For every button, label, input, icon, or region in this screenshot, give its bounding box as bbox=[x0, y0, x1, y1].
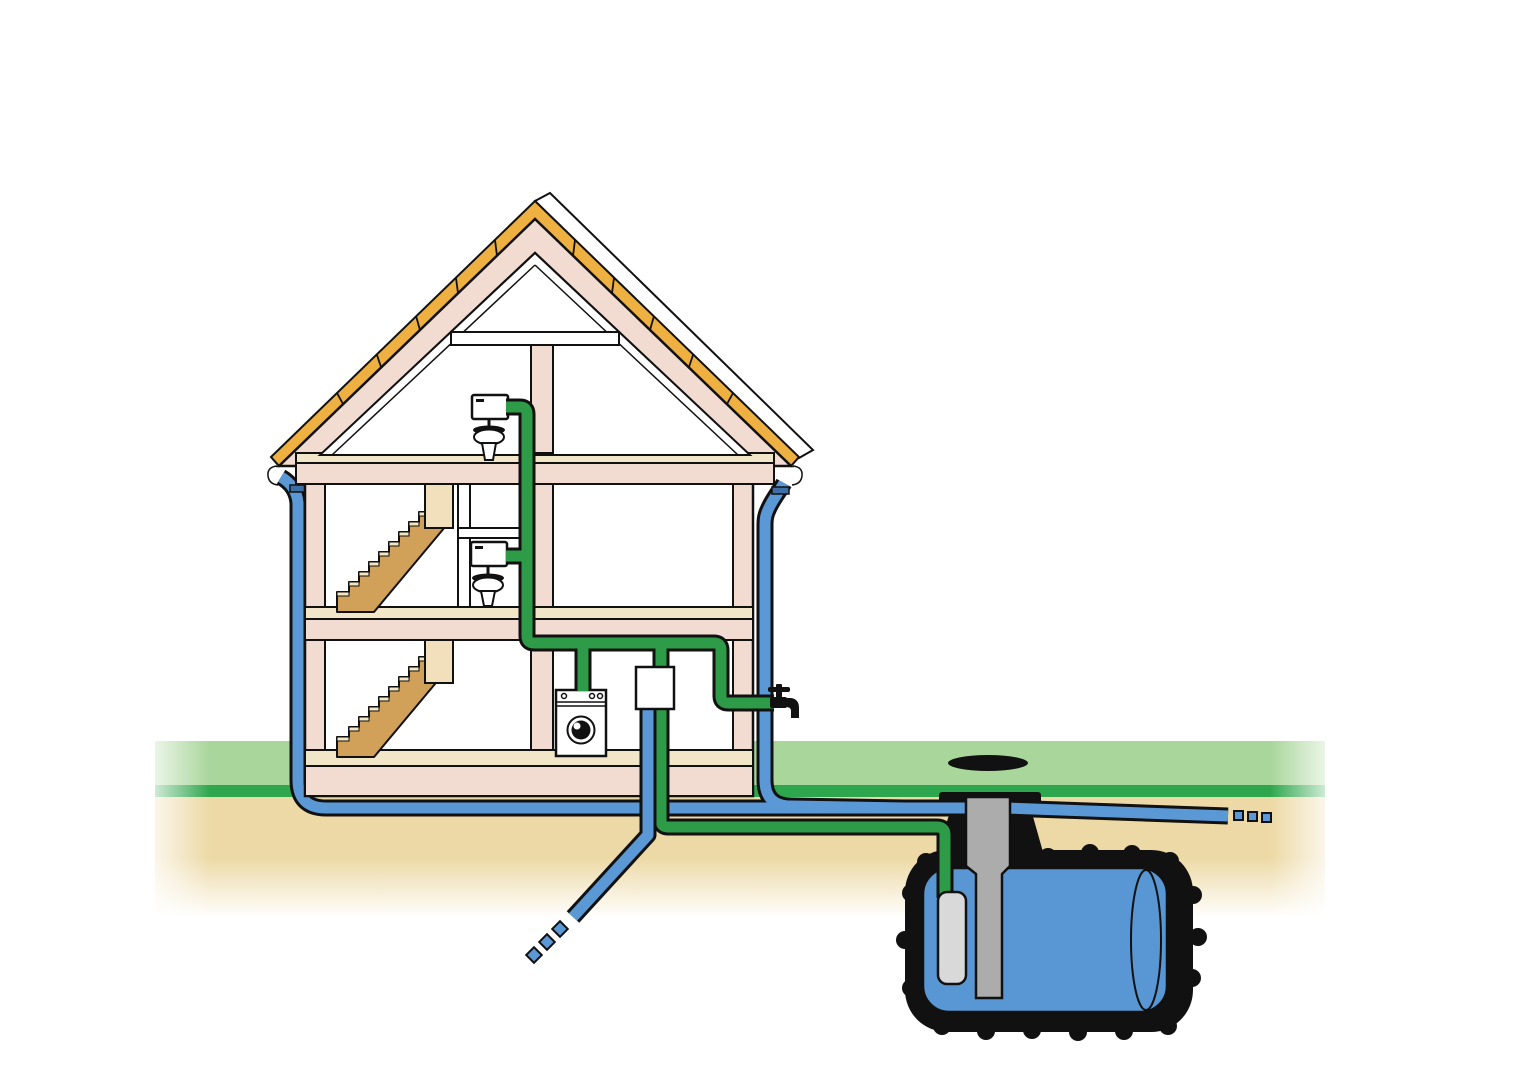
machine-door-highlight bbox=[573, 722, 581, 730]
tank-access-shaft bbox=[964, 795, 1012, 1000]
gutter-left bbox=[267, 465, 279, 486]
staircase-first-floor bbox=[336, 511, 451, 613]
gutter-right bbox=[791, 465, 803, 486]
cistern bbox=[469, 540, 509, 568]
machine-door-glass bbox=[571, 720, 591, 740]
downpipe-right-collar bbox=[771, 486, 790, 495]
machine-button bbox=[560, 692, 568, 700]
ground bbox=[138, 733, 1342, 923]
stairwell-wall-ground-floor bbox=[424, 639, 454, 684]
attic-centre-wall bbox=[530, 344, 554, 454]
mains-pipe-dashes bbox=[524, 919, 570, 965]
toilet-pedestal bbox=[479, 590, 497, 607]
ground-fade-right bbox=[1270, 733, 1342, 923]
machine-button bbox=[596, 692, 604, 700]
mains-backup-pipe-group bbox=[524, 705, 648, 965]
ground-floor-centre-wall bbox=[530, 639, 554, 751]
shingle-course-lines bbox=[336, 239, 734, 405]
outdoor-tap-icon bbox=[768, 684, 799, 718]
attic-toilet bbox=[470, 393, 510, 461]
ground-fade-left bbox=[138, 733, 210, 923]
stair-treads bbox=[336, 511, 430, 597]
tap-handle bbox=[768, 687, 790, 692]
tap-body bbox=[770, 697, 787, 708]
cistern-handle bbox=[475, 546, 483, 549]
overflow-pipe-dashes bbox=[1233, 810, 1272, 823]
cistern-handle bbox=[476, 399, 484, 402]
tap-spout bbox=[785, 698, 799, 718]
ground-floor-band bbox=[304, 765, 754, 797]
manhole-cover bbox=[948, 755, 1028, 771]
submersible-pump bbox=[936, 890, 968, 986]
stairwell-wall-first-floor bbox=[424, 483, 454, 529]
machine-button bbox=[588, 692, 596, 700]
attic-lining-lines bbox=[331, 264, 739, 456]
attic-collar-beam bbox=[450, 331, 620, 346]
control-unit bbox=[634, 665, 676, 711]
bathroom-wall bbox=[457, 483, 471, 608]
washing-machine bbox=[554, 688, 608, 758]
tank-end-cap bbox=[1130, 869, 1162, 1011]
cistern bbox=[470, 393, 510, 421]
toilet-pedestal bbox=[480, 442, 498, 461]
